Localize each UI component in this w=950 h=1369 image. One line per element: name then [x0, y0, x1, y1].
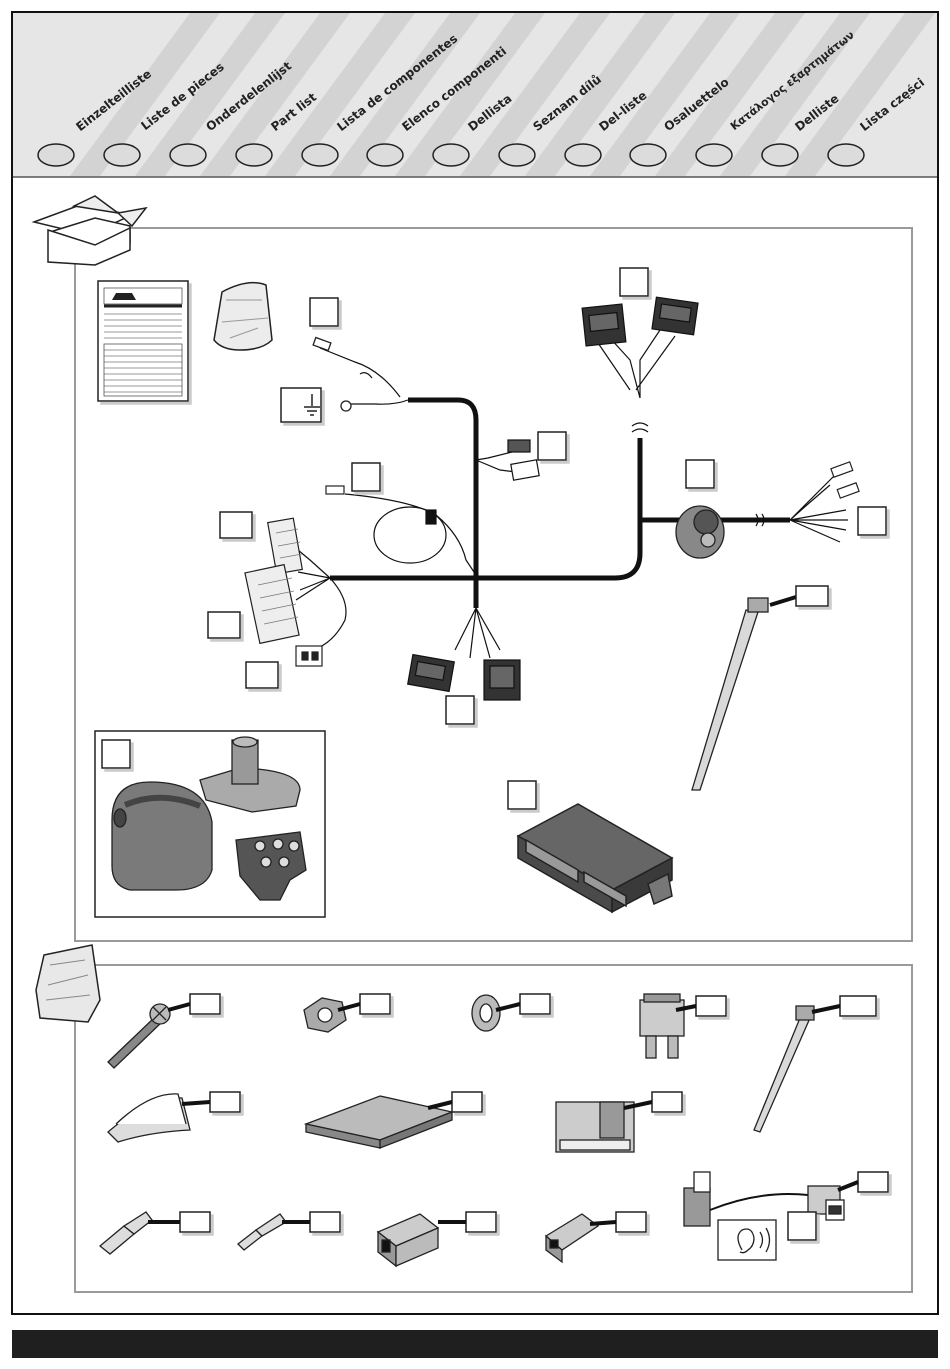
lock-washer	[472, 995, 500, 1031]
bottom-bar	[12, 1330, 938, 1358]
bag-icon	[36, 945, 100, 1022]
ground-symbol-icon	[281, 388, 321, 422]
instruction-sheet	[98, 281, 188, 401]
plastic-bag	[214, 283, 272, 350]
wire-connector-block	[556, 1102, 634, 1152]
ear-sound-icon	[718, 1220, 776, 1260]
rubber-grommet	[676, 506, 724, 558]
